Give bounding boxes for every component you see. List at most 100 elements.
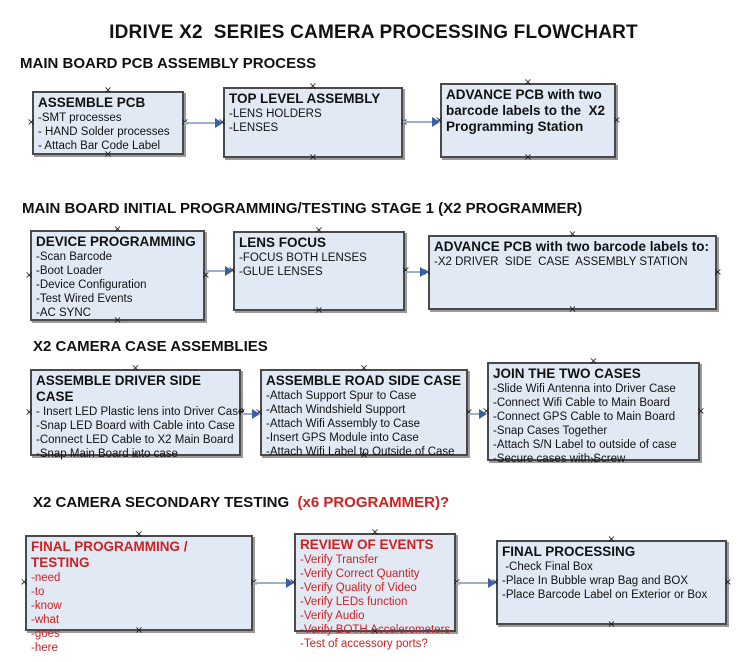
box-item: -Place In Bubble wrap Bag and BOX xyxy=(502,575,689,587)
box-items: -Attach Support Spur to Case -Attach Wind… xyxy=(266,389,462,459)
box-items: -Scan Barcode -Boot Loader -Device Configu… xyxy=(36,250,199,320)
anchor-handle-icon: × xyxy=(713,266,722,278)
anchor-handle-icon: × xyxy=(568,304,577,315)
flow-arrow-1 xyxy=(184,118,223,128)
anchor-handle-icon: × xyxy=(612,114,621,126)
section-heading-secondary-testing: X2 CAMERA SECONDARY TESTING (x6 PROGRAMM… xyxy=(33,494,449,511)
arrow-head-icon xyxy=(225,266,233,276)
box-item: -Verify Quality of Video xyxy=(300,582,417,594)
box-item: -Secure cases with Screw xyxy=(493,453,626,465)
heading-black-part: X2 CAMERA SECONDARY TESTING xyxy=(33,494,290,511)
arrow-line xyxy=(403,121,434,123)
box-items: -Check Final Box-Place In Bubble wrap Ba… xyxy=(502,560,721,602)
anchor-handle-icon: × xyxy=(25,269,34,281)
box-item: -Attach Support Spur to Case xyxy=(266,390,417,402)
arrow-line xyxy=(456,582,490,584)
box-items: -X2 DRIVER SIDE CASE ASSEMBLY STATION xyxy=(434,255,711,269)
box-item: -Verify Transfer xyxy=(300,554,378,566)
box-item: - Attach Bar Code Label xyxy=(38,140,161,152)
box-item: -Verify Correct Quantity xyxy=(300,568,420,580)
flow-box-final-processing: FINAL PROCESSING -Check Final Box-Place … xyxy=(491,535,732,630)
flow-box-lens-focus: LENS FOCUS -FOCUS BOTH LENSES -GLUE LENSE… xyxy=(228,226,410,316)
box-item: -Place Barcode Label on Exterior or Box xyxy=(502,589,708,601)
arrow-head-icon xyxy=(432,117,440,127)
flow-box-join-the-two-cases: JOIN THE TWO CASES -Slide Wifi Antenna i… xyxy=(482,357,705,466)
arrow-line xyxy=(205,270,227,272)
box-item: -Attach Windshield Support xyxy=(266,404,406,416)
arrow-line xyxy=(241,413,254,415)
box-items: - Insert LED Plastic lens into Driver Ca… xyxy=(36,405,245,461)
flow-box-review-of-events: REVIEW OF EVENTS -Verify Transfer-Verify… xyxy=(289,528,461,651)
box-item: -Insert GPS Module into Case xyxy=(266,432,419,444)
flow-arrow-2 xyxy=(403,117,440,127)
anchor-handle-icon: × xyxy=(27,117,36,128)
flow-box-advance-pcb-driver-side: ADVANCE PCB with two barcode labels to: … xyxy=(423,230,722,315)
box-item: -Attach Wifi Label to Outside of Case xyxy=(266,446,455,458)
arrow-line xyxy=(405,271,422,273)
box-item: -Device Configuration xyxy=(36,279,147,291)
box-item: - Insert LED Plastic lens into Driver Ca… xyxy=(36,406,245,418)
flow-box-assemble-road-side-case: ASSEMBLE ROAD SIDE CASE -Attach Support … xyxy=(255,364,473,461)
box-title: TOP LEVEL ASSEMBLY xyxy=(229,91,381,106)
anchor-handle-icon: × xyxy=(607,619,616,630)
flow-box-final-programming-testing: FINAL PROGRAMMING / TESTING -need -to -kno… xyxy=(20,530,258,655)
arrow-line xyxy=(184,122,217,124)
anchor-handle-icon: × xyxy=(25,406,34,418)
box-item: -know xyxy=(31,600,62,612)
flow-arrow-5 xyxy=(241,409,260,419)
box-item: -LENSES xyxy=(229,122,279,134)
flow-arrow-7 xyxy=(253,578,294,588)
box-item: -Scan Barcode xyxy=(36,251,113,263)
box-item: -Connect GPS Cable to Main Board xyxy=(493,411,676,423)
box-item: -Connect Wifi Cable to Main Board xyxy=(493,397,671,409)
flow-box-assemble-pcb: ASSEMBLE PCB -SMT processes- HAND Solder… xyxy=(27,86,189,160)
arrow-head-icon xyxy=(488,578,496,588)
anchor-handle-icon: × xyxy=(696,405,705,417)
flow-box-assemble-driver-side-case: ASSEMBLE DRIVER SIDE CASE - Insert LED P… xyxy=(25,364,246,461)
flow-arrow-4 xyxy=(405,267,428,277)
box-title: FINAL PROGRAMMING / TESTING xyxy=(31,539,192,570)
box-item: -GLUE LENSES xyxy=(239,266,323,278)
box-title: JOIN THE TWO CASES xyxy=(493,366,641,381)
box-item: -FOCUS BOTH LENSES xyxy=(239,252,367,264)
box-item: -here xyxy=(31,642,58,654)
section-heading-pcb-assembly: MAIN BOARD PCB ASSEMBLY PROCESS xyxy=(20,55,317,72)
section-heading-initial-programming: MAIN BOARD INITIAL PROGRAMMING/TESTING S… xyxy=(22,200,583,217)
box-item: - HAND Solder processes xyxy=(38,126,170,138)
anchor-handle-icon: × xyxy=(20,577,29,588)
box-item: -Snap Main Board into case xyxy=(36,448,178,460)
anchor-handle-icon: × xyxy=(308,152,318,163)
box-item: -to xyxy=(31,586,45,598)
section-heading-case-assemblies: X2 CAMERA CASE ASSEMBLIES xyxy=(33,338,268,355)
box-items: -LENS HOLDERS-LENSES xyxy=(229,107,397,135)
box-item: -Slide Wifi Antenna into Driver Case xyxy=(493,383,676,395)
box-item: -SMT processes xyxy=(38,112,122,124)
box-title: ADVANCE PCB with two barcode labels to t… xyxy=(446,87,609,134)
heading-red-part: (x6 PROGRAMMER)? xyxy=(289,494,450,511)
box-item: -Test of accessory ports? xyxy=(300,638,428,650)
arrow-head-icon xyxy=(215,118,223,128)
box-title: ASSEMBLE ROAD SIDE CASE xyxy=(266,373,462,388)
box-item: -Attach Wifi Assembly to Case xyxy=(266,418,421,430)
box-title: ASSEMBLE DRIVER SIDE CASE xyxy=(36,373,205,404)
box-title: FINAL PROCESSING xyxy=(502,544,636,559)
box-title: DEVICE PROGRAMMING xyxy=(36,234,196,249)
flow-arrow-6 xyxy=(468,409,487,419)
box-item: -goes xyxy=(31,628,60,640)
flow-arrow-3 xyxy=(205,266,233,276)
flow-box-top-level-assembly: TOP LEVEL ASSEMBLY -LENS HOLDERS-LENSES … xyxy=(218,82,408,163)
box-item: -Connect LED Cable to X2 Main Board xyxy=(36,434,234,446)
box-items: -Verify Transfer -Verify Correct Quantity… xyxy=(300,553,450,651)
box-items: -FOCUS BOTH LENSES -GLUE LENSES xyxy=(239,251,399,279)
box-item: -Snap Cases Together xyxy=(493,425,608,437)
flow-arrow-8 xyxy=(456,578,496,588)
arrow-head-icon xyxy=(286,578,294,588)
box-item: -Verify Audio xyxy=(300,610,365,622)
arrow-head-icon xyxy=(479,409,487,419)
box-title: LENS FOCUS xyxy=(239,235,327,250)
box-item: -X2 DRIVER SIDE CASE ASSEMBLY STATION xyxy=(434,256,688,268)
anchor-handle-icon: × xyxy=(523,152,533,163)
box-item: -need xyxy=(31,572,61,584)
box-item: -Boot Loader xyxy=(36,265,103,277)
